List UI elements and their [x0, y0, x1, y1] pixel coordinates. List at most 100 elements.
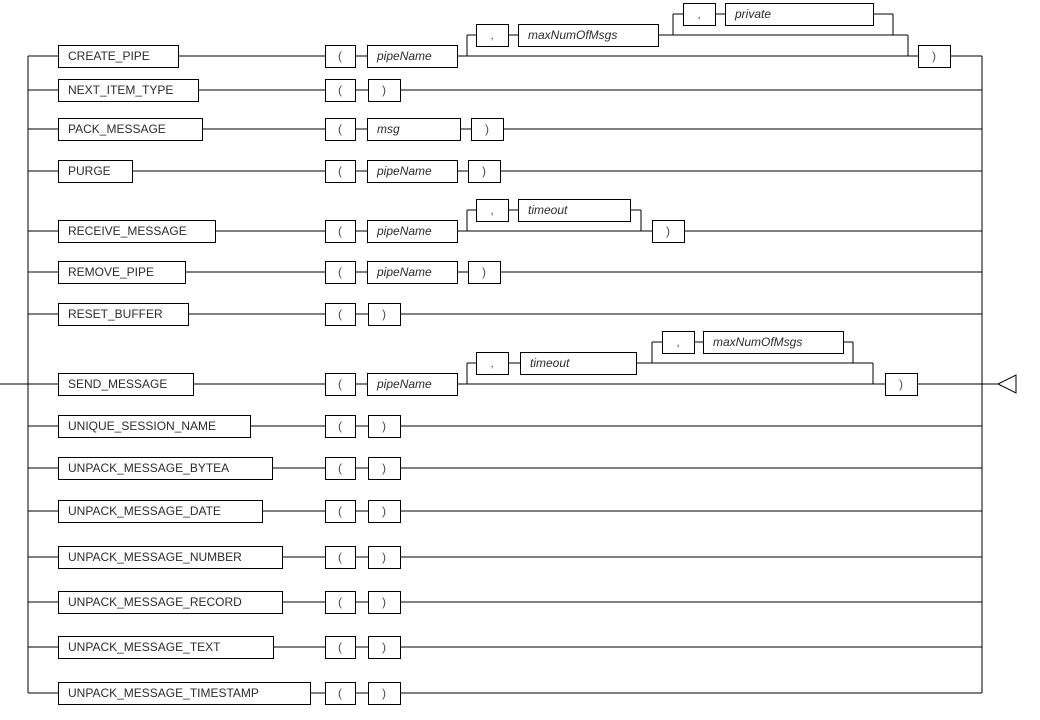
- comma-label: ,: [697, 7, 700, 21]
- paren-close-label: ): [932, 49, 936, 63]
- keyword-next-item-type-box: [58, 79, 199, 102]
- keyword-create-pipe-box: [58, 45, 179, 68]
- paren-close-box: [471, 118, 504, 141]
- paren-close-label: ): [666, 224, 670, 238]
- param-msg-node: msg: [367, 118, 461, 141]
- paren-close-label: ): [899, 377, 903, 391]
- keyword-unpack-message-timestamp-node: UNPACK_MESSAGE_TIMESTAMP: [58, 682, 311, 705]
- paren-open-label: (: [338, 164, 342, 178]
- paren-open-box: [325, 591, 356, 614]
- keyword-reset-buffer-node: RESET_BUFFER: [58, 303, 189, 326]
- keyword-unpack-message-number-node: UNPACK_MESSAGE_NUMBER: [58, 546, 283, 569]
- paren-open-label: (: [338, 550, 342, 564]
- paren-close-label: ): [382, 83, 386, 97]
- paren-open-box: [325, 220, 356, 243]
- paren-close-node: ): [368, 303, 401, 326]
- paren-close-box: [918, 45, 951, 68]
- keyword-pack-message-label: PACK_MESSAGE: [68, 122, 166, 136]
- paren-close-label: ): [485, 122, 489, 136]
- paren-open-label: (: [338, 595, 342, 609]
- paren-open-label: (: [338, 224, 342, 238]
- param-timeout-node: timeout: [518, 199, 631, 222]
- paren-close-label: ): [382, 686, 386, 700]
- paren-close-label: ): [382, 419, 386, 433]
- paren-open-box: [325, 303, 356, 326]
- paren-close-box: [368, 415, 401, 438]
- keyword-remove-pipe-box: [58, 261, 186, 284]
- comma-node: ,: [476, 352, 509, 375]
- param-maxnumofmsgs-label: maxNumOfMsgs: [713, 335, 802, 349]
- paren-open-label: (: [338, 49, 342, 63]
- paren-open-box: [325, 457, 356, 480]
- paren-close-box: [368, 500, 401, 523]
- comma-node: ,: [662, 331, 695, 354]
- comma-node: ,: [476, 24, 509, 47]
- paren-open-node: (: [325, 160, 356, 183]
- param-private-box: [725, 3, 874, 26]
- keyword-purge-node: PURGE: [58, 160, 133, 183]
- param-pipename-node: pipeName: [367, 45, 458, 68]
- paren-open-box: [325, 45, 356, 68]
- keyword-receive-message-label: RECEIVE_MESSAGE: [68, 224, 187, 238]
- comma-label: ,: [490, 28, 493, 42]
- paren-close-node: ): [368, 636, 401, 659]
- paren-close-node: ): [368, 546, 401, 569]
- paren-close-label: ): [382, 640, 386, 654]
- paren-close-label: ): [482, 265, 486, 279]
- param-pipename-box: [367, 45, 458, 68]
- paren-close-node: ): [885, 373, 918, 396]
- paren-open-node: (: [325, 500, 356, 523]
- keyword-remove-pipe-node: REMOVE_PIPE: [58, 261, 186, 284]
- param-maxnumofmsgs-box: [518, 24, 659, 47]
- keyword-receive-message-box: [58, 220, 216, 243]
- keyword-reset-buffer-label: RESET_BUFFER: [68, 307, 163, 321]
- paren-close-box: [652, 220, 685, 243]
- paren-close-box: [368, 546, 401, 569]
- paren-open-node: (: [325, 118, 356, 141]
- keyword-unpack-message-timestamp-label: UNPACK_MESSAGE_TIMESTAMP: [68, 686, 259, 700]
- param-pipename-box: [367, 160, 458, 183]
- paren-open-box: [325, 415, 356, 438]
- param-pipename-node: pipeName: [367, 220, 458, 243]
- param-pipename-node: pipeName: [367, 261, 458, 284]
- comma-box: [662, 331, 695, 354]
- param-maxnumofmsgs-box: [703, 331, 844, 354]
- keyword-reset-buffer-box: [58, 303, 189, 326]
- paren-open-label: (: [338, 307, 342, 321]
- keyword-unique-session-name-node: UNIQUE_SESSION_NAME: [58, 415, 251, 438]
- param-private-label: private: [734, 7, 771, 21]
- param-pipename-box: [367, 373, 458, 396]
- keyword-unpack-message-text-node: UNPACK_MESSAGE_TEXT: [58, 636, 274, 659]
- paren-open-box: [325, 500, 356, 523]
- param-msg-label: msg: [377, 122, 400, 136]
- keyword-unpack-message-text-label: UNPACK_MESSAGE_TEXT: [68, 640, 221, 654]
- keyword-unpack-message-text-box: [58, 636, 274, 659]
- param-maxnumofmsgs-node: maxNumOfMsgs: [518, 24, 659, 47]
- keyword-purge-box: [58, 160, 133, 183]
- param-timeout-box: [520, 352, 637, 375]
- paren-open-label: (: [338, 265, 342, 279]
- keyword-purge-label: PURGE: [68, 164, 111, 178]
- comma-node: ,: [683, 3, 716, 26]
- paren-open-box: [325, 682, 356, 705]
- paren-open-node: (: [325, 373, 356, 396]
- paren-open-node: (: [325, 682, 356, 705]
- paren-close-box: [368, 636, 401, 659]
- param-timeout-label: timeout: [528, 203, 568, 217]
- keyword-send-message-node: SEND_MESSAGE: [58, 373, 194, 396]
- paren-close-label: ): [382, 461, 386, 475]
- paren-close-label: ): [382, 504, 386, 518]
- paren-open-node: (: [325, 415, 356, 438]
- paren-open-box: [325, 118, 356, 141]
- keyword-send-message-label: SEND_MESSAGE: [68, 377, 167, 391]
- paren-open-node: (: [325, 303, 356, 326]
- keyword-remove-pipe-label: REMOVE_PIPE: [68, 265, 154, 279]
- paren-close-node: ): [471, 118, 504, 141]
- paren-close-label: ): [382, 307, 386, 321]
- paren-close-node: ): [368, 79, 401, 102]
- paren-open-label: (: [338, 640, 342, 654]
- param-pipename-label: pipeName: [376, 265, 432, 279]
- param-maxnumofmsgs-node: maxNumOfMsgs: [703, 331, 844, 354]
- param-timeout-box: [518, 199, 631, 222]
